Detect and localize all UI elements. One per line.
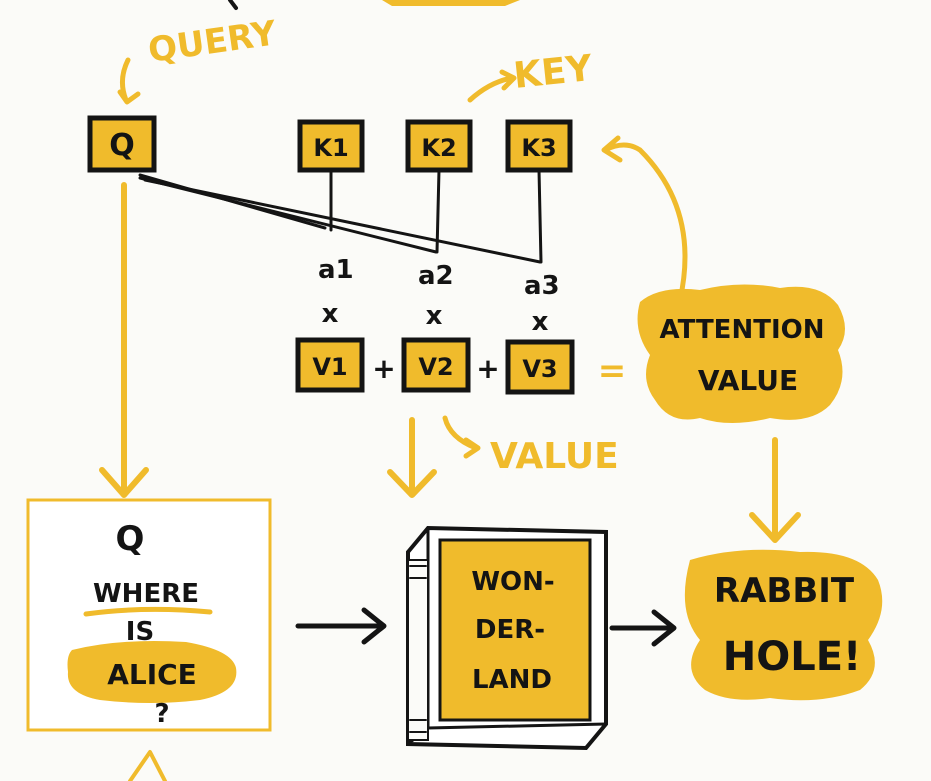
key-label: KEY (512, 48, 595, 97)
attention-text-line2: VALUE (698, 364, 798, 397)
svg-text:ALICE: ALICE (107, 658, 197, 691)
attention-blob (638, 284, 845, 423)
weight-a2: a2 (418, 261, 454, 291)
top-fragment-shape (382, 0, 520, 6)
svg-text:DER-: DER- (475, 615, 545, 645)
plus-1: + (372, 352, 395, 385)
query-key-lines (140, 175, 540, 262)
key-box-2: K2 (408, 122, 470, 170)
value-box-3: V3 (508, 342, 572, 392)
value-label: VALUE (490, 436, 619, 477)
key-pointer-icon (470, 72, 514, 100)
svg-text:Q: Q (116, 519, 145, 559)
value-box-2: V2 (404, 340, 468, 390)
arrow-down-icon-2 (390, 420, 434, 495)
times-3: x (532, 307, 549, 337)
svg-text:WHERE: WHERE (93, 579, 199, 609)
query-label: QUERY (146, 13, 279, 71)
value-pointer-icon (445, 418, 478, 456)
bottom-fragment-shape (130, 752, 165, 781)
key-drop-lines (331, 170, 541, 262)
top-fragment-mark (230, 0, 236, 8)
svg-text:K1: K1 (313, 134, 348, 162)
equals-sign: = (598, 351, 627, 391)
arrow-down-icon-3 (752, 440, 798, 540)
query-card: Q WHERE IS ALICE ? (28, 500, 270, 730)
svg-text:K2: K2 (421, 134, 456, 162)
value-box-1: V1 (298, 340, 362, 390)
hole-text: HOLE! (723, 634, 862, 680)
key-box-3: K3 (508, 122, 570, 170)
book-icon: WON- DER- LAND (408, 528, 606, 748)
curved-arrow-icon (604, 138, 685, 300)
query-box: Q (90, 118, 154, 170)
times-2: x (426, 301, 443, 331)
weight-a3: a3 (524, 271, 560, 301)
key-box-1: K1 (300, 122, 362, 170)
svg-text:K3: K3 (521, 134, 556, 162)
svg-text:V1: V1 (312, 353, 347, 381)
svg-text:?: ? (154, 699, 169, 729)
svg-text:V2: V2 (418, 353, 453, 381)
attention-text-line1: ATTENTION (660, 315, 825, 345)
arrow-right-icon (298, 610, 384, 642)
svg-text:WON-: WON- (471, 567, 554, 597)
svg-text:Q: Q (109, 128, 135, 163)
rabbit-text: RABBIT (714, 571, 855, 611)
times-1: x (322, 299, 339, 329)
svg-text:V3: V3 (522, 355, 557, 383)
query-pointer-icon (120, 60, 138, 102)
arrow-right-icon-2 (612, 612, 674, 644)
plus-2: + (476, 352, 499, 385)
weight-a1: a1 (318, 255, 354, 285)
arrow-down-icon (102, 185, 146, 495)
svg-text:LAND: LAND (472, 665, 552, 695)
